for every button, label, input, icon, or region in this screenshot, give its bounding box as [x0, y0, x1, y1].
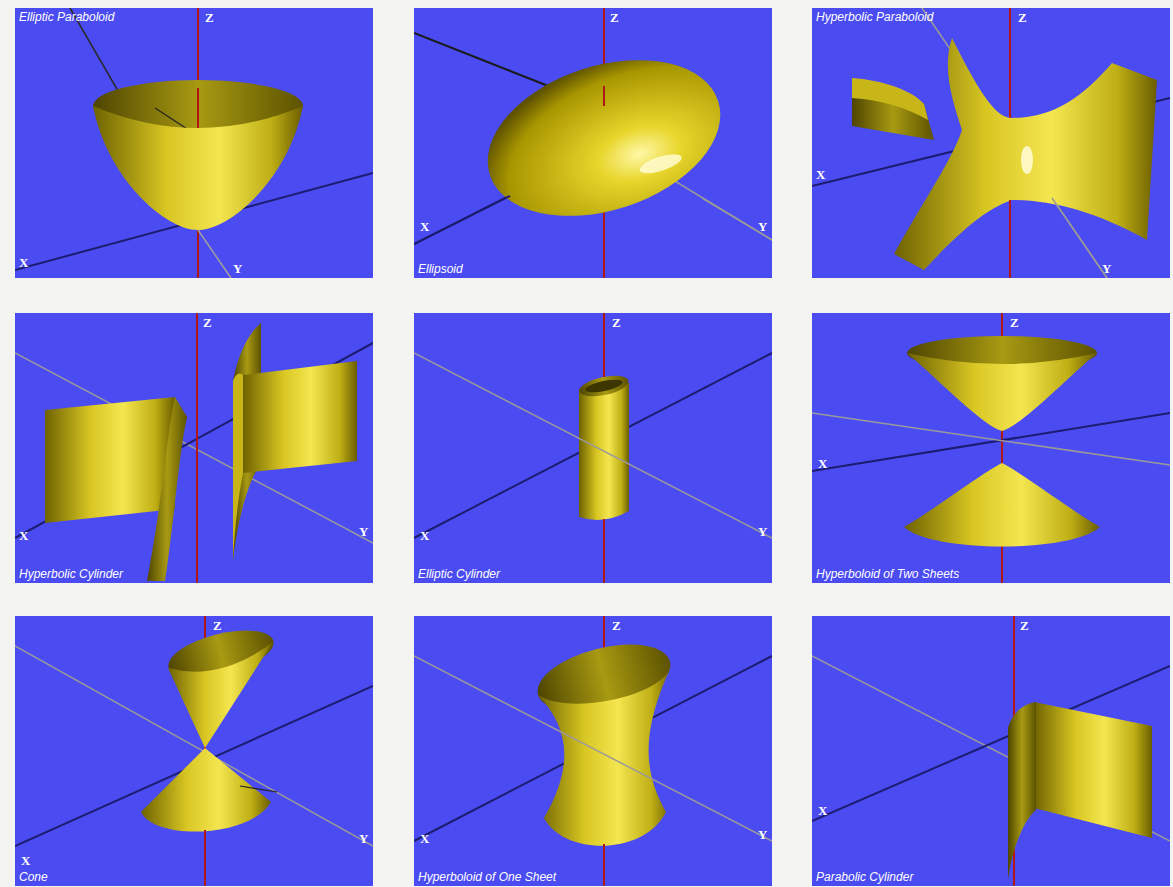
axis-label: Y — [758, 525, 767, 539]
hyperbolic-cylinder-figure — [15, 313, 373, 583]
axis-label: Y — [758, 828, 767, 842]
hyperbolic-paraboloid-figure — [812, 8, 1170, 278]
cone-figure — [15, 616, 373, 886]
axis-label: Y — [233, 262, 242, 276]
axis-label: Y — [758, 220, 767, 234]
axis-label: Z — [203, 316, 212, 330]
surface-title: Parabolic Cylinder — [816, 870, 913, 884]
axis-label: Y — [359, 832, 368, 846]
surface-title: Hyperboloid of One Sheet — [418, 870, 556, 884]
surface-panel: Elliptic Paraboloid Z X Y — [15, 8, 373, 278]
ellipsoid-figure — [414, 8, 772, 278]
axis-label: Z — [1020, 619, 1029, 633]
surface-panel: Hyperboloid of One Sheet Z X Y — [414, 616, 772, 886]
hyperboloid-two-sheets-figure — [812, 313, 1170, 583]
axis-label: X — [420, 529, 429, 543]
surface-panel: Ellipsoid Z X Y — [414, 8, 772, 278]
surface-panel: Parabolic Cylinder Z X — [812, 616, 1170, 886]
axis-label: Z — [1018, 11, 1027, 25]
surface-title: Hyperbolic Cylinder — [19, 567, 123, 581]
surface-panel: Hyperboloid of Two Sheets Z X — [812, 313, 1170, 583]
surface-panel: Hyperbolic Paraboloid Z X Y — [812, 8, 1170, 278]
axis-label: Z — [612, 619, 621, 633]
axis-label: X — [818, 804, 827, 818]
surface-panel: Hyperbolic Cylinder Z X Y — [15, 313, 373, 583]
surface-title: Elliptic Cylinder — [418, 567, 500, 581]
surface-title: Ellipsoid — [418, 262, 463, 276]
axis-label: X — [21, 854, 30, 868]
axis-label: X — [19, 256, 28, 270]
hyperboloid-one-sheet-figure — [414, 616, 772, 886]
axis-label: Y — [1102, 262, 1111, 276]
axis-label: Z — [1010, 316, 1019, 330]
axis-label: X — [420, 832, 429, 846]
axis-label: X — [818, 457, 827, 471]
surface-title: Elliptic Paraboloid — [19, 10, 114, 24]
elliptic-paraboloid-figure — [15, 8, 373, 278]
axis-label: Z — [205, 11, 214, 25]
axis-label: X — [19, 529, 28, 543]
axis-label: Y — [359, 525, 368, 539]
surface-panel: Cone Z X Y — [15, 616, 373, 886]
axis-label: X — [420, 220, 429, 234]
surface-title: Cone — [19, 870, 48, 884]
elliptic-cylinder-figure — [414, 313, 772, 583]
parabolic-cylinder-figure — [812, 616, 1170, 886]
axis-label: Z — [612, 316, 621, 330]
axis-label: Z — [213, 619, 222, 633]
axis-label: Z — [610, 11, 619, 25]
surface-panel: Elliptic Cylinder Z X Y — [414, 313, 772, 583]
axis-label: X — [816, 168, 825, 182]
surface-title: Hyperboloid of Two Sheets — [816, 567, 959, 581]
surface-title: Hyperbolic Paraboloid — [816, 10, 933, 24]
